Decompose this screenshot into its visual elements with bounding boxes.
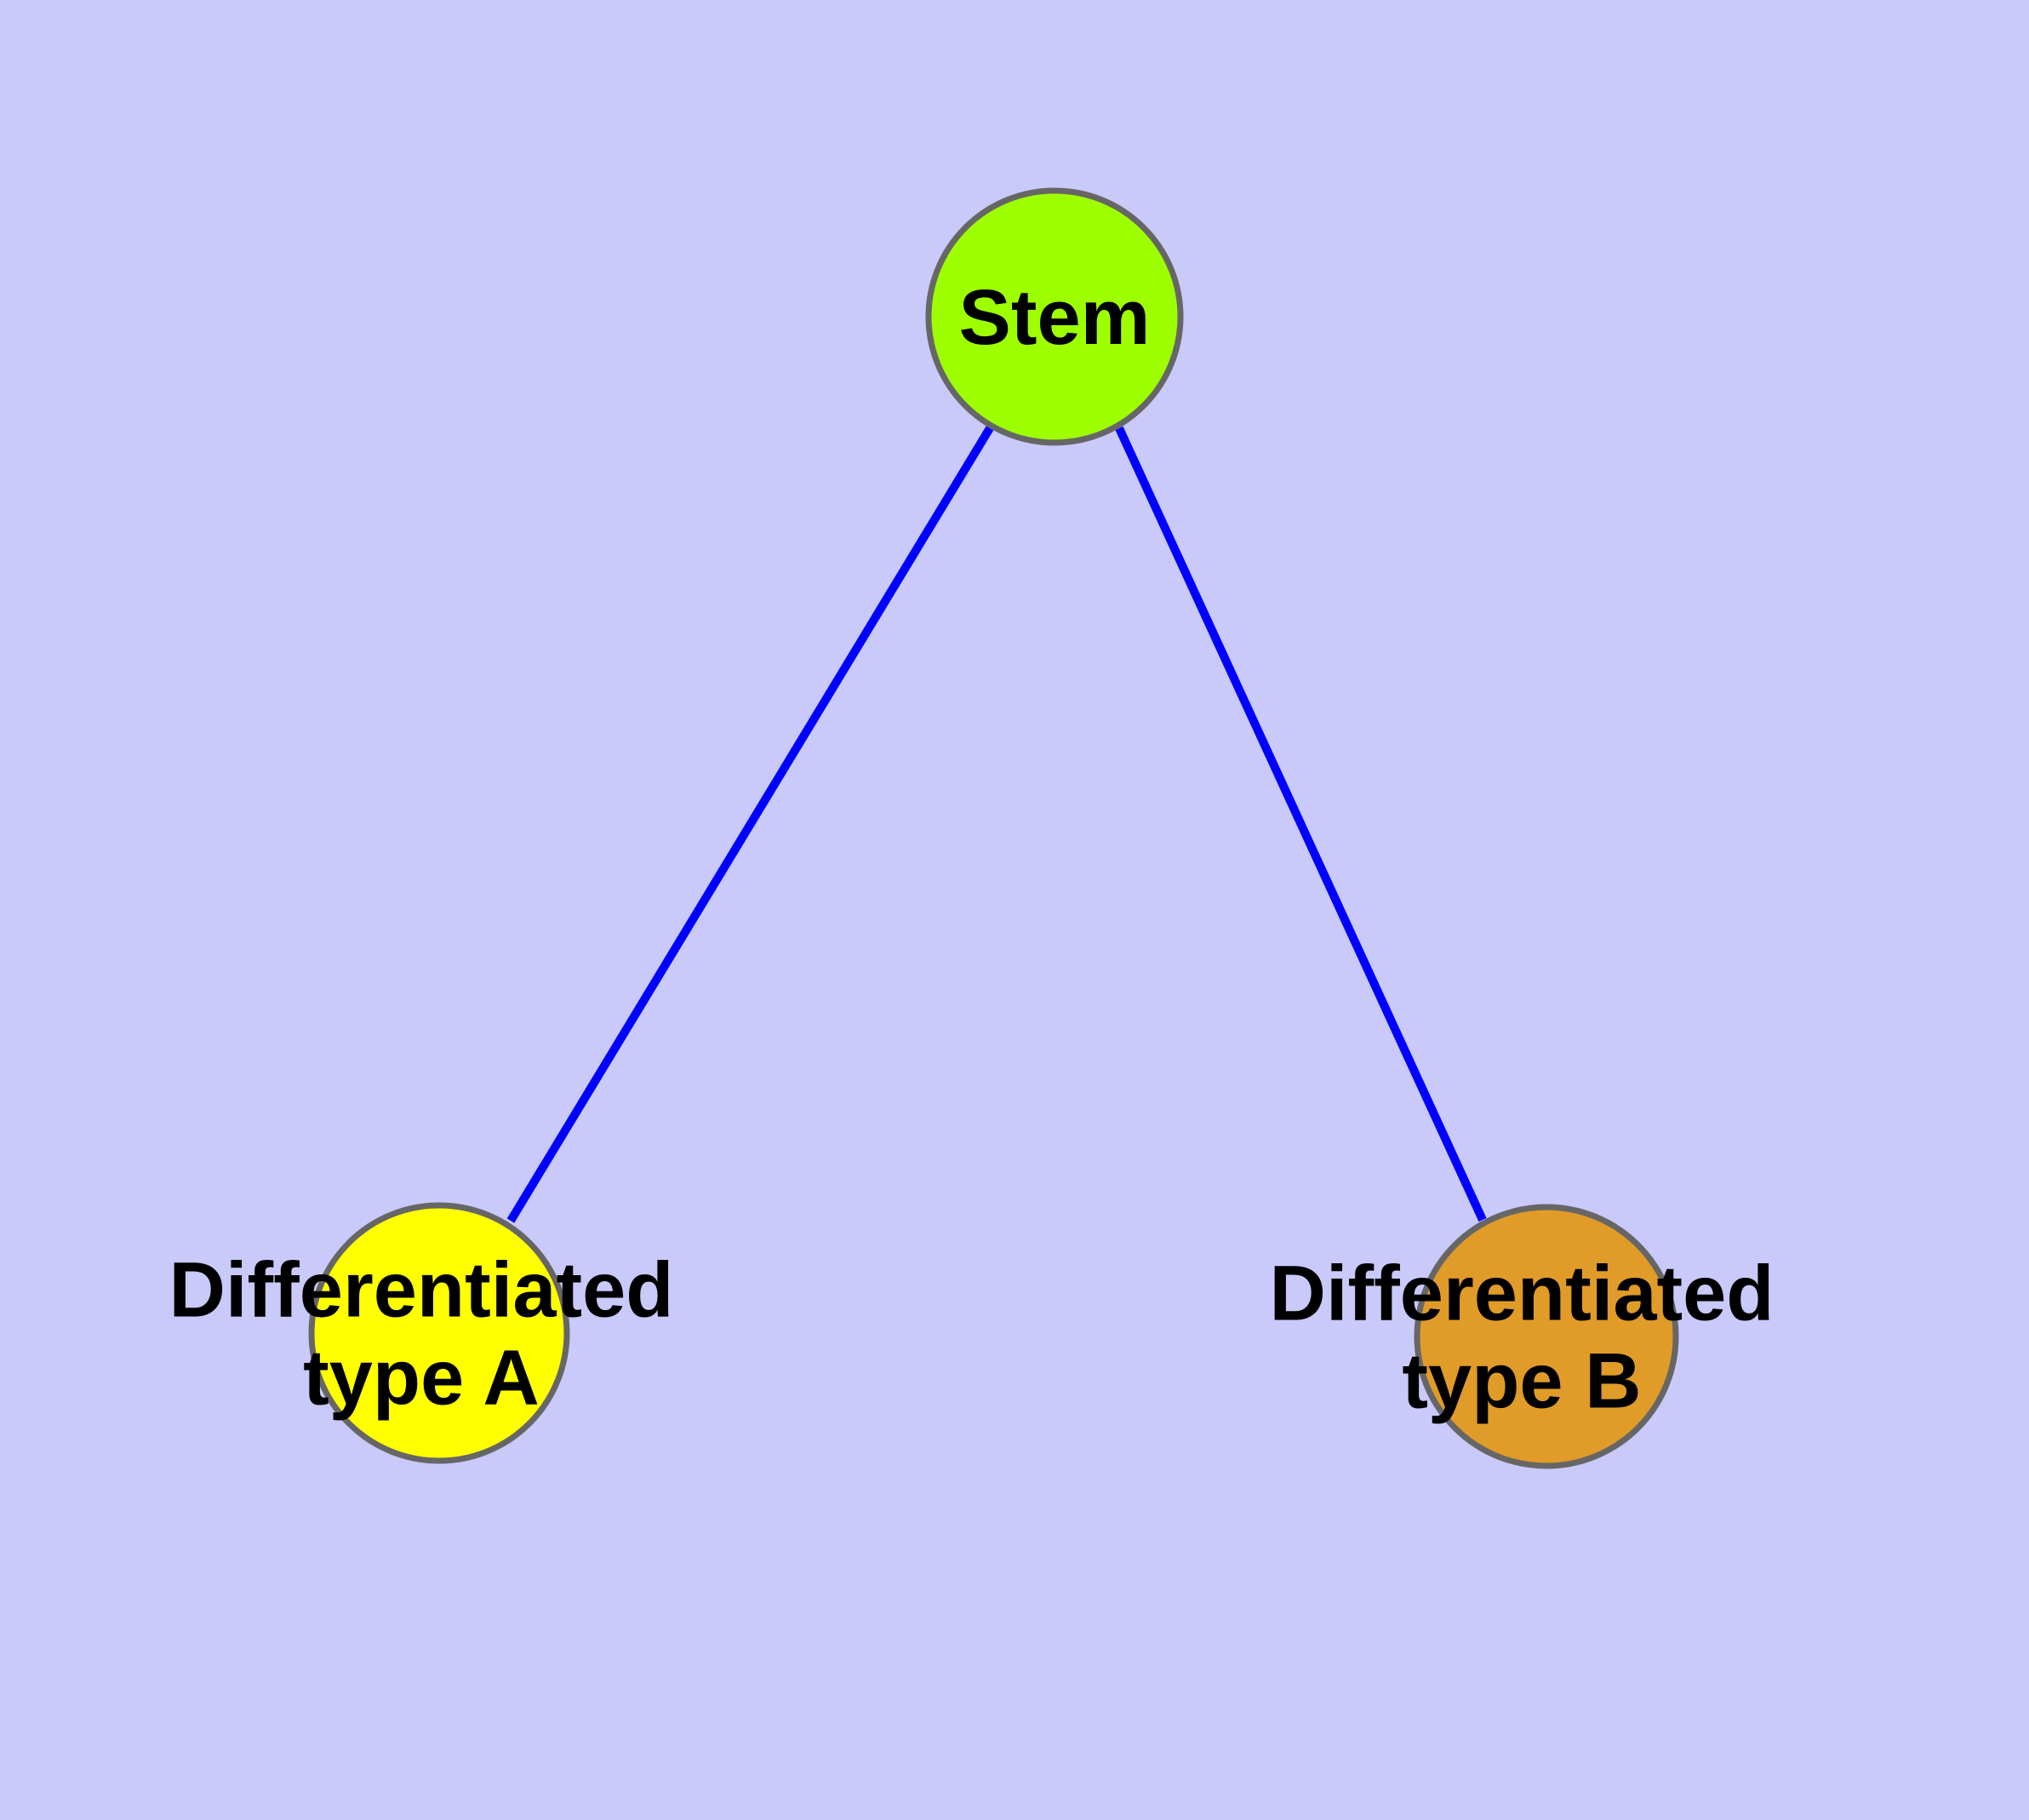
node-label-line: Stem xyxy=(959,274,1151,361)
node-label-line: type A xyxy=(303,1335,540,1422)
node-diff-type-b[interactable] xyxy=(1414,1204,1679,1469)
node-label-stem: Stem xyxy=(959,274,1151,361)
edges-layer xyxy=(506,426,1487,1223)
edge-stem-to-type-a[interactable] xyxy=(506,426,994,1223)
edge-stem-to-type-b[interactable] xyxy=(1115,426,1487,1222)
node-label-line: Differentiated xyxy=(1270,1251,1775,1337)
nodes-layer xyxy=(308,187,1679,1469)
node-label-line: Differentiated xyxy=(169,1247,674,1334)
node-diff-type-a[interactable] xyxy=(308,1202,570,1464)
node-label-line: type B xyxy=(1402,1338,1641,1425)
node-stem[interactable] xyxy=(925,187,1184,446)
